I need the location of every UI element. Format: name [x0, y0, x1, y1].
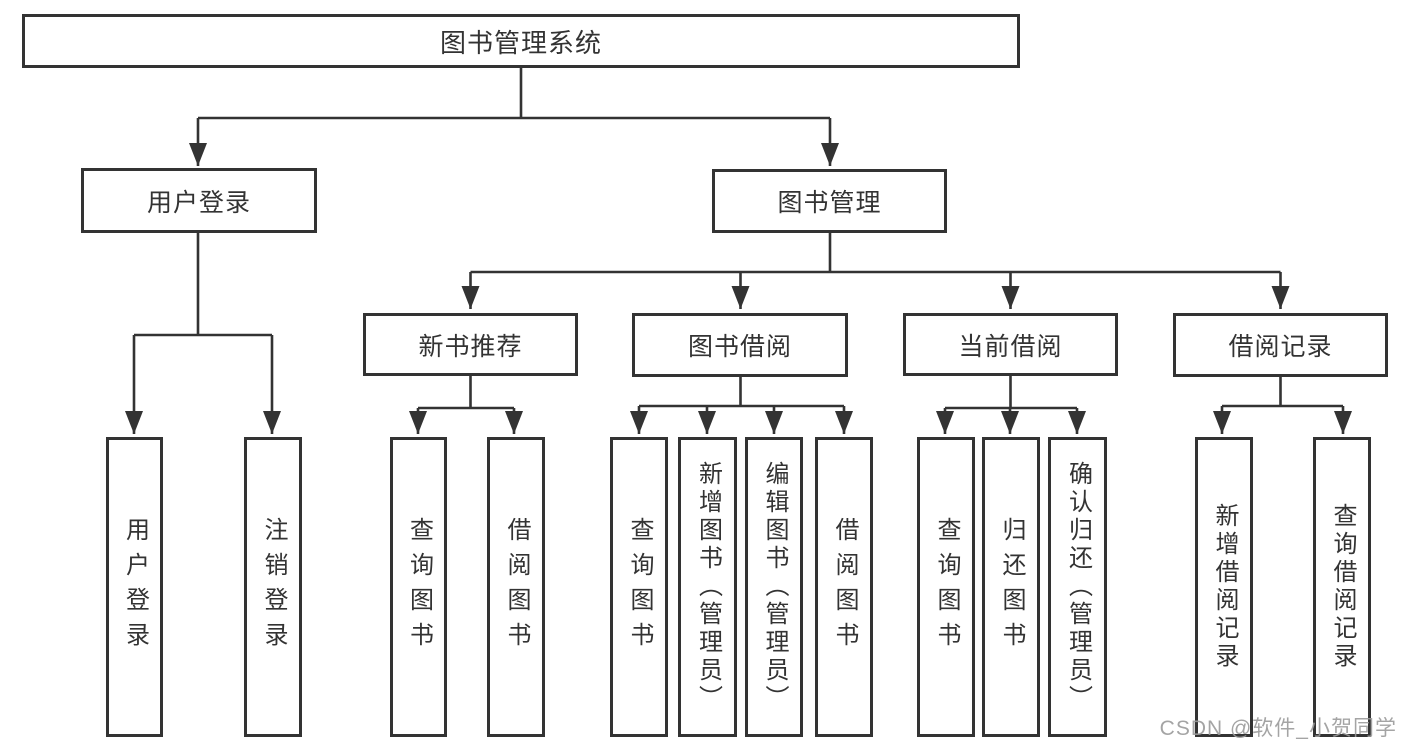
node-book-management: 图书管理 — [712, 169, 947, 233]
node-book-borrow: 图书借阅 — [632, 313, 848, 377]
leaf-add-book-admin: 新增图书（管理员） — [678, 437, 737, 737]
node-new-book-recommend: 新书推荐 — [363, 313, 578, 376]
node-root-system: 图书管理系统 — [22, 14, 1020, 68]
csdn-watermark: CSDN @软件_小贺同学 — [1159, 717, 1397, 740]
leaf-return-book: 归还图书 — [982, 437, 1040, 737]
leaf-borrow-books-recommend: 借阅图书 — [487, 437, 545, 737]
leaf-query-books-borrow: 查询图书 — [610, 437, 668, 737]
node-user-login: 用户登录 — [81, 168, 317, 233]
leaf-query-borrow-record: 查询借阅记录 — [1313, 437, 1371, 737]
leaf-add-borrow-record: 新增借阅记录 — [1195, 437, 1253, 737]
leaf-query-books-recommend: 查询图书 — [390, 437, 447, 737]
leaf-user-login: 用户登录 — [106, 437, 163, 737]
leaf-edit-book-admin: 编辑图书（管理员） — [745, 437, 803, 737]
node-borrow-records: 借阅记录 — [1173, 313, 1388, 377]
leaf-logout: 注销登录 — [244, 437, 302, 737]
leaf-confirm-return-admin: 确认归还（管理员） — [1048, 437, 1107, 737]
leaf-query-books-current: 查询图书 — [917, 437, 975, 737]
node-current-borrow: 当前借阅 — [903, 313, 1118, 376]
leaf-borrow-books: 借阅图书 — [815, 437, 873, 737]
